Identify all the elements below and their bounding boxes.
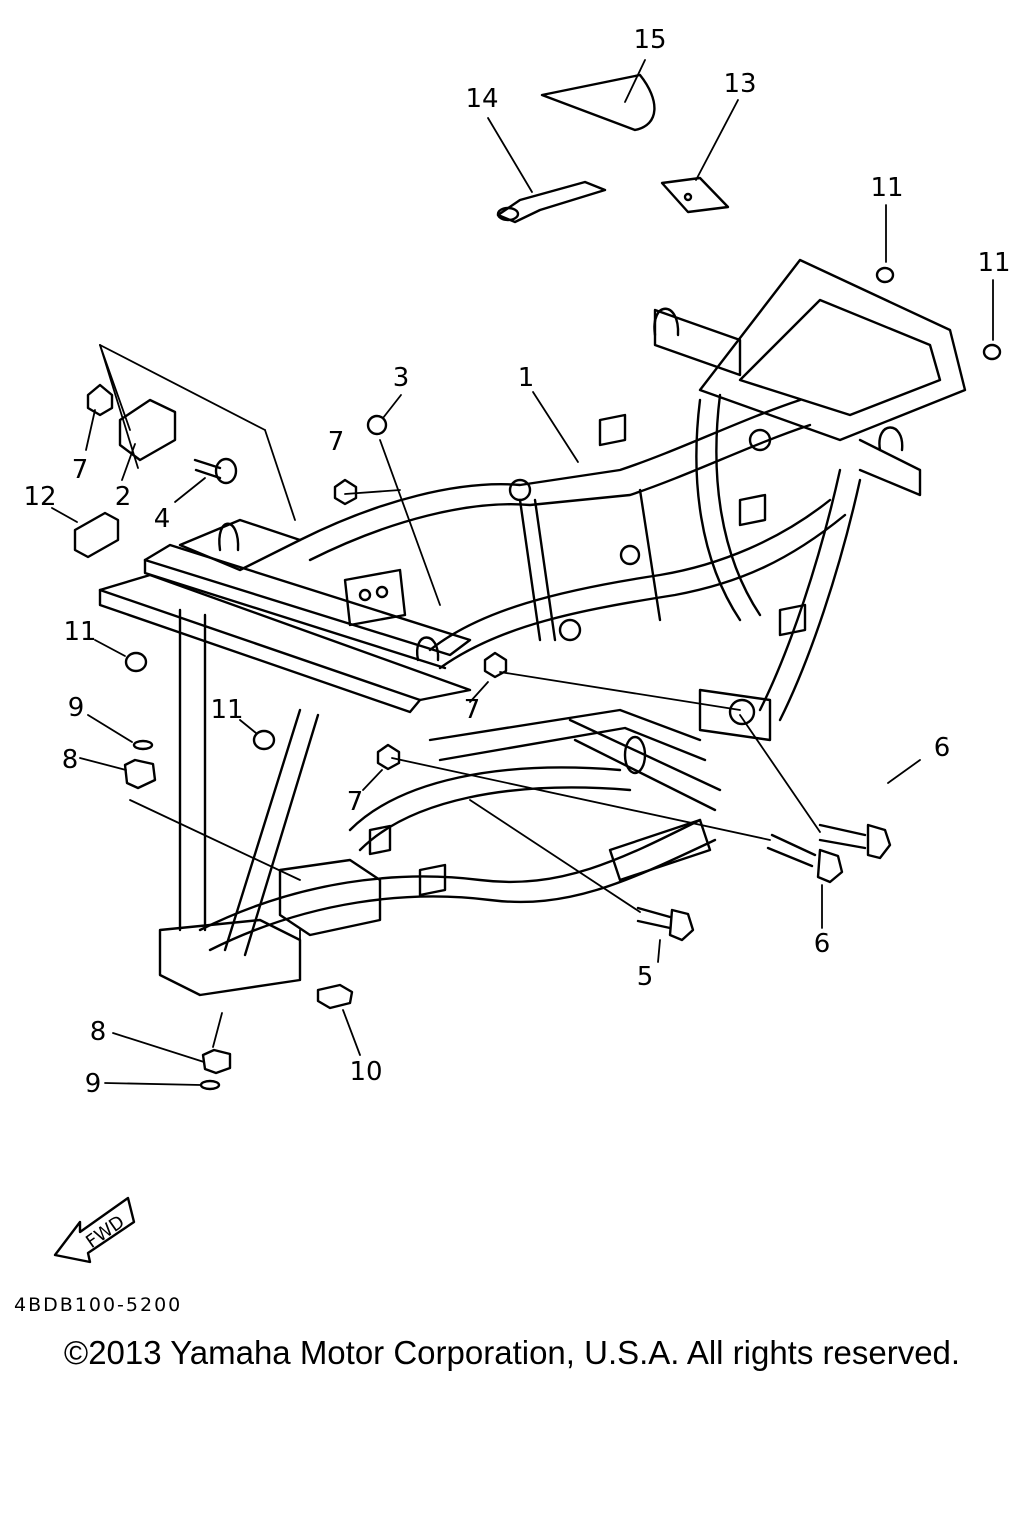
- callout-4: 4: [154, 504, 171, 534]
- part-8b: [201, 1048, 232, 1075]
- part-code: 4BDB100-5200: [14, 1294, 183, 1316]
- callout-9-bottom: 9: [85, 1069, 102, 1099]
- part-11c: [124, 651, 148, 673]
- callout-14: 14: [465, 84, 498, 114]
- part-7b: [333, 478, 358, 506]
- callout-8-top: 8: [62, 745, 79, 775]
- part-7d: [376, 743, 401, 771]
- callout-12: 12: [23, 482, 56, 512]
- callout-10: 10: [349, 1057, 382, 1087]
- callout-7-b: 7: [72, 455, 89, 485]
- part-6a: [818, 823, 867, 850]
- callout-15: 15: [633, 25, 666, 55]
- callout-6-b: 6: [814, 929, 831, 959]
- callout-11-right: 11: [977, 248, 1010, 278]
- part-3: [366, 414, 388, 436]
- callout-11-left: 11: [63, 617, 96, 647]
- callout-7-a: 7: [328, 427, 345, 457]
- part-14: [496, 180, 607, 224]
- callout-7-c: 7: [464, 695, 481, 725]
- callout-7-d: 7: [347, 787, 364, 817]
- copyright-notice: ©2013 Yamaha Motor Corporation, U.S.A. A…: [63, 1334, 961, 1371]
- callout-8-bottom: 8: [90, 1017, 107, 1047]
- part-6b: [766, 833, 817, 868]
- callout-5: 5: [637, 962, 654, 992]
- fwd-arrow-icon: [53, 1196, 136, 1264]
- callout-3: 3: [393, 363, 410, 393]
- part-5: [636, 906, 672, 930]
- part-7c: [483, 651, 508, 679]
- callout-9-top: 9: [68, 693, 85, 723]
- part-12: [73, 511, 120, 559]
- part-13: [660, 176, 730, 214]
- part-11a: [875, 266, 895, 284]
- callout-1: 1: [518, 363, 535, 393]
- part-9a: [132, 739, 154, 751]
- callout-11-mid: 11: [210, 695, 243, 725]
- callout-6-a: 6: [934, 733, 951, 763]
- part-7a: [86, 383, 114, 417]
- part-15: [540, 73, 656, 132]
- part-11b: [982, 343, 1002, 361]
- main-frame: [98, 258, 967, 997]
- part-2: [118, 398, 177, 462]
- part-10: [316, 983, 354, 1010]
- part-9b: [199, 1079, 221, 1091]
- frame-exploded-diagram: 15 14 13 11 11 1 3 7 7 2 12 4 11 9 11 7 …: [23, 25, 1011, 1264]
- part-8a: [123, 758, 157, 790]
- callout-13: 13: [723, 69, 756, 99]
- callout-11-top: 11: [870, 173, 903, 203]
- fwd-label: FWD: [82, 1211, 128, 1252]
- callout-2: 2: [115, 482, 132, 512]
- part-11d: [252, 729, 276, 751]
